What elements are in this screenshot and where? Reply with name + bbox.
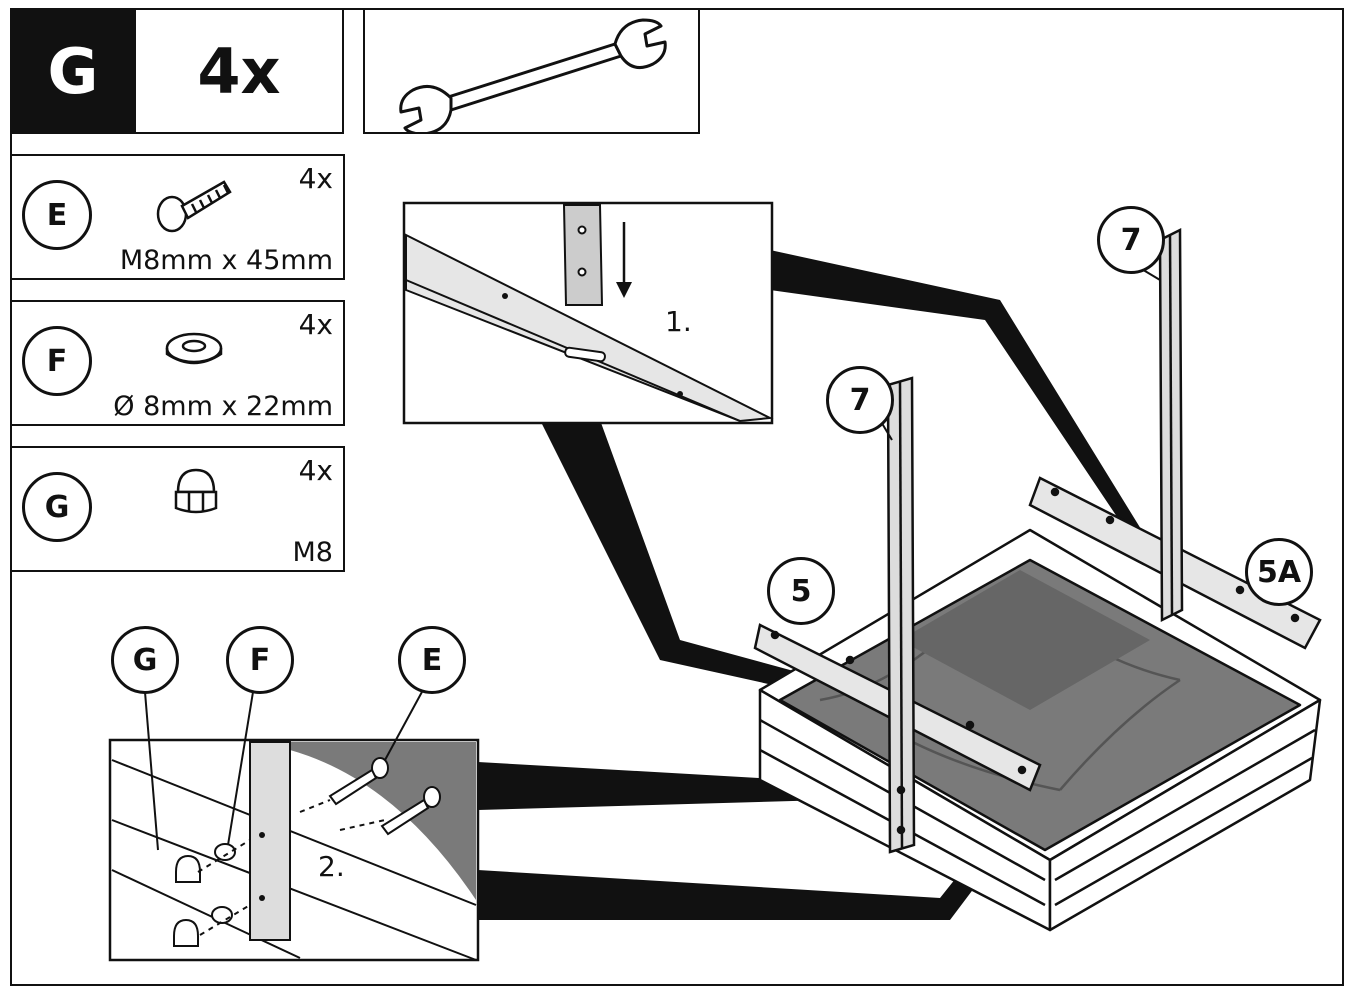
callout-g: G [111, 626, 179, 694]
washer-icon [165, 332, 223, 365]
part-size-f: Ø 8mm x 22mm [113, 391, 333, 422]
post-7-front [886, 376, 916, 854]
detail2-step-label: 2. [318, 850, 345, 883]
part-row-f: F 4x Ø 8mm x 22mm [10, 300, 345, 426]
callout-board-5: 5 [767, 557, 835, 625]
tool-panel [363, 8, 700, 134]
detail2-panel [108, 738, 480, 962]
part-letter-f: F [22, 326, 92, 396]
part-size-e: M8mm x 45mm [119, 245, 333, 276]
part-row-e: E 4x M8mm x 45mm [10, 154, 345, 280]
step-count-label: 4x [136, 8, 344, 134]
cap-nut-icon [174, 468, 218, 514]
detail1-panel [402, 201, 774, 425]
callout-post-7-front: 7 [826, 366, 894, 434]
detail1-step-label: 1. [665, 305, 692, 338]
part-size-g: M8 [292, 537, 333, 568]
carriage-bolt-icon [156, 180, 232, 233]
callout-e: E [398, 626, 466, 694]
callout-board-5a: 5A [1245, 538, 1313, 606]
part-qty-e: 4x [298, 162, 333, 195]
connector-band-detail1-top [770, 250, 1160, 566]
wrench-icon [399, 18, 667, 132]
part-letter-g: G [22, 472, 92, 542]
step-letter-badge: G [10, 8, 136, 134]
part-row-g: G 4x M8 [10, 446, 345, 572]
connector-band-detail1-bottom [540, 420, 900, 712]
part-qty-g: 4x [298, 454, 333, 487]
post-7-back [1158, 227, 1184, 623]
callout-post-7-back: 7 [1097, 206, 1165, 274]
callout-f: F [226, 626, 294, 694]
part-letter-e: E [22, 180, 92, 250]
part-qty-f: 4x [298, 308, 333, 341]
